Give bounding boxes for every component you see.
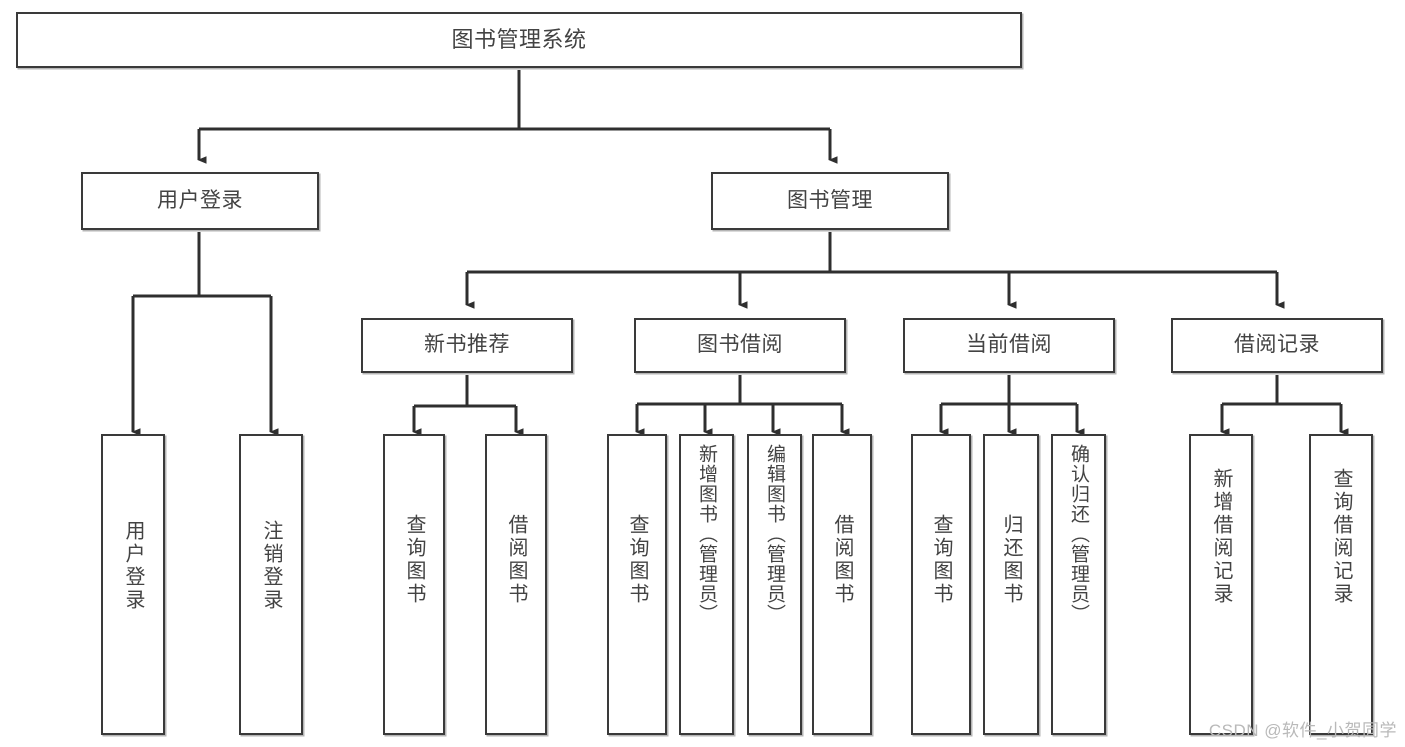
watermark-text: CSDN @软件_小贺同学 [1208,721,1397,740]
leaf-add-borrow-record[interactable]: 新增借阅记录 [1189,434,1253,735]
node-label: 图书管理 [787,188,873,212]
leaf-query-book-current[interactable]: 查询图书 [911,434,971,735]
node-label: 查询借阅记录 [1330,468,1352,606]
leaf-confirm-return-admin[interactable]: 确认归还（管理员） [1051,434,1106,735]
leaf-edit-book-admin[interactable]: 编辑图书（管理员） [747,434,802,735]
node-label: 查询图书 [403,514,425,606]
node-label: 编辑图书（管理员） [764,444,785,624]
leaf-logout-login[interactable]: 注销登录 [239,434,303,735]
node-book-management[interactable]: 图书管理 [711,172,949,230]
node-label: 归还图书 [1000,514,1022,606]
node-user-login[interactable]: 用户登录 [81,172,319,230]
node-label: 查询图书 [626,514,648,606]
node-book-borrowing[interactable]: 图书借阅 [634,318,846,373]
node-label: 用户登录 [157,188,243,212]
leaf-query-book-new-rec[interactable]: 查询图书 [383,434,445,735]
node-label: 确认归还（管理员） [1068,444,1089,624]
node-label: 图书管理系统 [451,27,587,53]
node-new-book-recommendation[interactable]: 新书推荐 [361,318,573,373]
node-label: 借阅图书 [505,514,527,606]
node-root-book-management-system[interactable]: 图书管理系统 [16,12,1022,68]
node-label: 查询图书 [930,514,952,606]
node-label: 用户登录 [122,520,144,612]
leaf-query-borrow-record[interactable]: 查询借阅记录 [1309,434,1373,735]
node-borrowing-record[interactable]: 借阅记录 [1171,318,1383,373]
leaf-query-book-borrow[interactable]: 查询图书 [607,434,667,735]
node-label: 新增借阅记录 [1210,468,1232,606]
node-label: 借阅记录 [1234,333,1320,357]
leaf-add-book-admin[interactable]: 新增图书（管理员） [679,434,734,735]
node-label: 注销登录 [260,520,282,612]
node-label: 借阅图书 [831,514,853,606]
node-label: 当前借阅 [966,333,1052,357]
node-label: 新书推荐 [424,333,510,357]
node-label: 新增图书（管理员） [696,444,717,624]
leaf-borrow-book-borrow[interactable]: 借阅图书 [812,434,872,735]
leaf-borrow-book-new-rec[interactable]: 借阅图书 [485,434,547,735]
leaf-return-book[interactable]: 归还图书 [983,434,1039,735]
leaf-user-login[interactable]: 用户登录 [101,434,165,735]
node-current-borrowing[interactable]: 当前借阅 [903,318,1115,373]
node-label: 图书借阅 [697,333,783,357]
